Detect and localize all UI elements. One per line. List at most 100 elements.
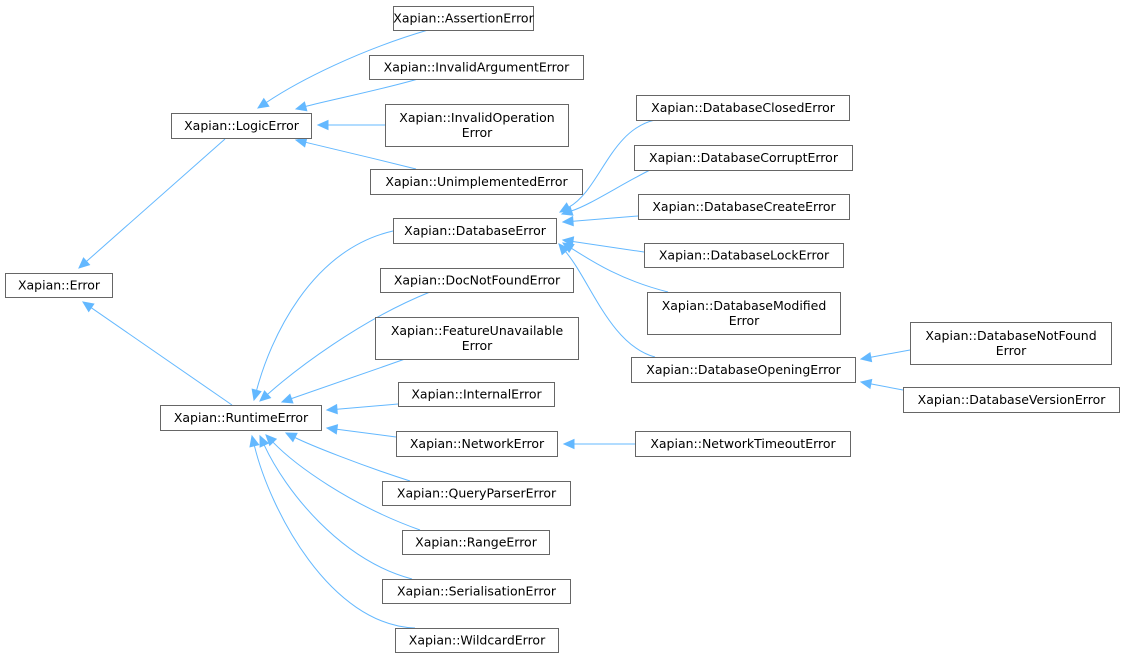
class-name-label: Xapian::FeatureUnavailable [391,323,564,338]
inheritance-edge-range-error-to-runtime-error [265,434,421,531]
class-node-box [5,273,113,298]
class-name-label: Xapian::InvalidArgumentError [384,60,571,75]
inheritance-arrowhead [560,205,574,216]
inheritance-edge-assertion-error-to-logic-error [256,29,429,109]
inheritance-edge-logic-error-to-error [78,138,226,269]
class-node-box [393,6,534,31]
edge-line [571,169,651,212]
class-name-label: Error [462,125,493,140]
class-node-range-error[interactable]: Xapian::RangeError [402,530,550,555]
class-node-doc-not-found-error[interactable]: Xapian::DocNotFoundError [380,268,574,293]
class-node-box [375,317,579,360]
edge-line [291,358,406,400]
class-node-box [635,431,851,457]
class-name-label: Xapian::DatabaseVersionError [918,392,1107,407]
class-node-database-opening-error[interactable]: Xapian::DatabaseOpeningError [631,357,856,383]
inheritance-arrowhead [81,301,95,313]
class-node-database-error[interactable]: Xapian::DatabaseError [393,218,557,244]
inheritance-arrowhead [256,97,270,109]
class-node-network-timeout-error[interactable]: Xapian::NetworkTimeoutError [635,431,851,457]
class-node-database-corrupt-error[interactable]: Xapian::DatabaseCorruptError [634,145,853,171]
class-name-label: Error [996,343,1027,358]
class-node-unimplemented-error[interactable]: Xapian::UnimplementedError [370,169,583,195]
class-node-database-lock-error[interactable]: Xapian::DatabaseLockError [644,243,844,268]
inheritance-edge-database-lock-error-to-database-error [561,236,645,253]
edge-line [870,349,911,358]
inheritance-arrowhead [859,351,873,363]
class-node-internal-error[interactable]: Xapian::InternalError [398,382,555,407]
class-name-label: Xapian::QueryParserError [397,486,557,501]
class-node-box [370,169,583,195]
class-node-box [631,357,856,383]
edge-line [568,119,656,208]
class-node-runtime-error[interactable]: Xapian::RuntimeError [160,405,322,431]
edge-line [572,215,639,222]
class-node-box [402,530,550,555]
class-name-label: Xapian::DatabaseOpeningError [646,362,841,377]
edge-line [565,251,656,358]
class-node-box [382,481,571,506]
edge-line [294,437,411,482]
inheritance-arrowhead [561,215,574,227]
class-node-logic-error[interactable]: Xapian::LogicError [171,113,312,139]
class-name-label: Xapian::DatabaseNotFound [925,328,1096,343]
inheritance-edge-feature-unavailable-error-to-runtime-error [280,358,406,404]
class-node-wildcard-error[interactable]: Xapian::WildcardError [395,628,559,653]
inheritance-arrowhead [259,390,272,402]
class-name-label: Xapian::AssertionError [393,11,534,26]
class-node-network-error[interactable]: Xapian::NetworkError [396,431,558,457]
class-node-box [647,292,841,335]
inheritance-arrowhead [265,434,278,447]
inheritance-edge-wildcard-error-to-runtime-error [249,434,416,629]
edge-line [870,383,904,391]
class-node-database-version-error[interactable]: Xapian::DatabaseVersionError [903,387,1120,413]
class-node-assertion-error[interactable]: Xapian::AssertionError [393,6,535,31]
inheritance-edge-database-create-error-to-database-error [561,215,639,227]
class-name-label: Xapian::NetworkError [410,436,545,451]
class-name-label: Xapian::RangeError [415,535,538,550]
class-node-database-create-error[interactable]: Xapian::DatabaseCreateError [638,194,850,220]
class-name-label: Error [729,313,760,328]
class-node-box [396,431,558,457]
class-name-label: Xapian::DocNotFoundError [394,273,561,288]
class-name-label: Xapian::DatabaseModified [662,298,827,313]
class-node-query-parser-error[interactable]: Xapian::QueryParserError [382,481,571,506]
edge-line [336,428,397,438]
inheritance-edge-invalid-argument-error-to-logic-error [294,78,419,112]
class-name-label: Xapian::SerialisationError [397,584,557,599]
inheritance-edge-internal-error-to-runtime-error [325,403,399,415]
class-node-box [160,405,322,431]
edge-line [253,445,416,629]
inheritance-edges [78,29,911,629]
class-node-box [385,104,569,147]
class-node-error[interactable]: Xapian::Error [5,273,113,298]
edge-line [267,291,431,395]
inheritance-arrowhead [284,432,298,443]
class-nodes: Xapian::Error Xapian::LogicErrorXapian::R… [5,6,1120,653]
inheritance-arrowhead [280,393,294,404]
edge-line [572,241,645,253]
inheritance-arrowhead [294,101,308,112]
class-name-label: Xapian::NetworkTimeoutError [650,436,836,451]
inheritance-edge-database-opening-error-to-database-error [558,243,656,358]
class-node-box [395,628,559,653]
edge-line [90,307,233,406]
class-node-box [369,55,584,80]
inheritance-edge-invalid-operation-error-to-logic-error [316,119,385,131]
class-node-serialisation-error[interactable]: Xapian::SerialisationError [382,579,571,604]
class-node-box [903,387,1120,413]
inheritance-arrowhead [249,434,260,448]
class-name-label: Xapian::InternalError [411,387,542,402]
edge-line [86,138,226,262]
class-node-invalid-argument-error[interactable]: Xapian::InvalidArgumentError [369,55,584,80]
class-node-database-closed-error[interactable]: Xapian::DatabaseClosedError [636,95,850,121]
class-name-label: Xapian::LogicError [184,118,300,133]
inheritance-arrowhead [859,378,873,390]
edge-line [266,29,429,103]
inheritance-arrowhead [294,137,308,148]
